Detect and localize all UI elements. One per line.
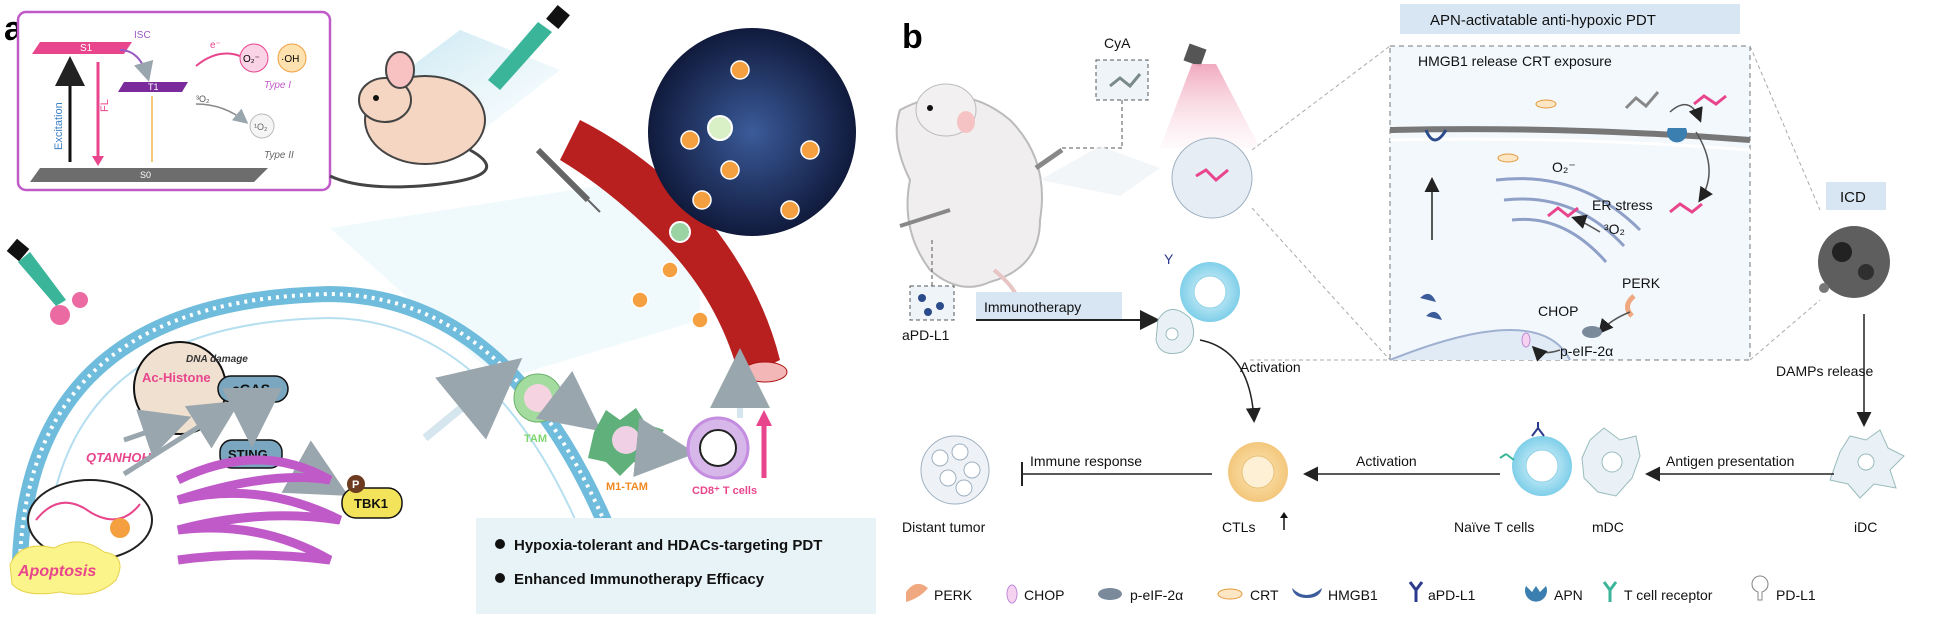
e-arrow xyxy=(195,52,241,67)
legend-apdl1-icon xyxy=(1408,581,1424,602)
tumor-illustration-b xyxy=(1040,43,1260,219)
summary-bullets: Hypoxia-tolerant and HDACs-targeting PDT… xyxy=(476,518,876,614)
p-label: P xyxy=(352,479,359,491)
crt-exposure-label: CRT exposure xyxy=(1522,53,1612,69)
legend-tcr-icon xyxy=(1602,581,1618,602)
type2-label: Type II xyxy=(264,150,294,161)
o2-radical-b: O₂⁻ xyxy=(1552,159,1576,175)
antigen-label: Antigen presentation xyxy=(1666,453,1794,469)
er-stress-label: ER stress xyxy=(1592,197,1653,213)
legend-perk: PERK xyxy=(934,587,973,603)
mouse-illustration-a xyxy=(329,4,570,189)
apn-box: APN-activatable anti-hypoxic PDT HMGB1 r… xyxy=(1250,4,1751,362)
ac-histone-group: Ac-Histone DNA damage cGAS STING P TBK1 xyxy=(133,341,403,519)
tumor-illustration-a xyxy=(330,28,856,383)
legend-apn-icon xyxy=(1524,586,1547,602)
legend-apn: APN xyxy=(1554,587,1583,603)
immune-cells-a: TAM M1-TAM CD8⁺ T cells xyxy=(422,348,772,497)
t1-label: T1 xyxy=(148,82,159,92)
singlet-o2-label: ¹O₂ xyxy=(254,122,268,132)
fl-label: FL xyxy=(99,99,111,112)
panel-b-label: b xyxy=(902,18,923,56)
activation-bottom-label: Activation xyxy=(1356,453,1417,469)
box-title: APN-activatable anti-hypoxic PDT xyxy=(1430,12,1656,29)
triplet-o2-b: ³O₂ xyxy=(1604,221,1625,237)
activation-top-label: Activation xyxy=(1240,359,1301,375)
s0-label: S0 xyxy=(140,170,151,180)
cd8-label: CD8⁺ T cells xyxy=(692,485,757,497)
t1-level xyxy=(118,82,188,92)
jablonski-diagram: S1 T1 S0 Excitation FL ISC e⁻ O₂⁻ ·OH Ty… xyxy=(16,10,332,192)
legend-pdl1: PD-L1 xyxy=(1776,587,1816,603)
distant-tumor-label: Distant tumor xyxy=(902,519,986,535)
bottom-flow: iDC Antigen presentation mDC Naïve T cel… xyxy=(902,422,1905,535)
s1-label: S1 xyxy=(80,43,93,54)
chop-label: CHOP xyxy=(1538,303,1578,319)
idc-label: iDC xyxy=(1854,519,1877,535)
immunotherapy-label: Immunotherapy xyxy=(984,299,1081,315)
dna-damage-label: DNA damage xyxy=(186,354,248,365)
apdl1-label: aPD-L1 xyxy=(902,327,950,343)
legend-chop-icon xyxy=(1006,584,1018,604)
triplet-o2-label: ³O₂ xyxy=(196,94,210,104)
m1-tam-label: M1-TAM xyxy=(606,481,648,493)
legend-hmgb1: HMGB1 xyxy=(1328,587,1378,603)
tumor-mass xyxy=(648,28,856,236)
isc-label: ISC xyxy=(134,30,151,41)
mito-golgi-group: QTANHOH Apoptosis xyxy=(9,400,343,595)
immune-response-label: Immune response xyxy=(1030,453,1142,469)
s1-level xyxy=(32,42,132,54)
naive-label: Naïve T cells xyxy=(1454,519,1534,535)
legend-crt-icon xyxy=(1217,588,1243,600)
legend-hmgb1-icon xyxy=(1292,588,1322,598)
top-cells-b: Y xyxy=(1155,251,1240,354)
cya-label: CyA xyxy=(1104,35,1131,51)
peif-label: p-eIF-2α xyxy=(1560,343,1613,359)
cgas-label: cGAS xyxy=(232,381,270,397)
mouse-illustration-b xyxy=(895,83,1043,312)
hmgb1-release-label: HMGB1 release xyxy=(1418,53,1518,69)
electron-label: e⁻ xyxy=(210,40,221,51)
apoptosis-label: Apoptosis xyxy=(17,563,96,580)
ac-histone-label: Ac-Histone xyxy=(142,370,211,385)
type2-arrow xyxy=(195,103,249,124)
bullet-1: Hypoxia-tolerant and HDACs-targeting PDT xyxy=(514,537,822,554)
ctls-label: CTLs xyxy=(1222,519,1255,535)
icd-box xyxy=(1826,182,1886,210)
tam-label: TAM xyxy=(524,433,547,445)
mdc-label: mDC xyxy=(1592,519,1624,535)
legend: PERK CHOP p-eIF-2α CRT HMGB1 aPD-L1 APN … xyxy=(906,575,1816,604)
o2-radical-label: O₂⁻ xyxy=(243,54,260,65)
isc-arrow xyxy=(119,49,154,82)
apdl1-glyph: Y xyxy=(1164,251,1174,267)
type1-label: Type I xyxy=(264,80,291,91)
immunotherapy-box xyxy=(976,292,1122,320)
legend-tcr: T cell receptor xyxy=(1624,587,1713,603)
legend-chop: CHOP xyxy=(1024,587,1064,603)
legend-perk-icon xyxy=(906,583,928,602)
s0-level xyxy=(30,168,268,182)
excitation-label: Excitation xyxy=(53,102,65,150)
icd-label: ICD xyxy=(1840,189,1866,206)
icd-cell xyxy=(1818,226,1890,298)
compound-label: QTANHOH xyxy=(86,450,151,465)
legend-peif-icon xyxy=(1098,588,1122,600)
apdl1-box xyxy=(909,285,955,321)
bullet-2: Enhanced Immunotherapy Efficacy xyxy=(514,571,765,588)
oh-radical-label: ·OH xyxy=(281,54,299,65)
legend-peif: p-eIF-2α xyxy=(1130,587,1183,603)
legend-pdl1-icon xyxy=(1751,575,1769,601)
legend-crt: CRT xyxy=(1250,587,1279,603)
perk-label: PERK xyxy=(1622,275,1661,291)
tbk1-label: TBK1 xyxy=(354,496,388,511)
damps-label: DAMPs release xyxy=(1776,363,1873,379)
legend-apdl1: aPD-L1 xyxy=(1428,587,1476,603)
